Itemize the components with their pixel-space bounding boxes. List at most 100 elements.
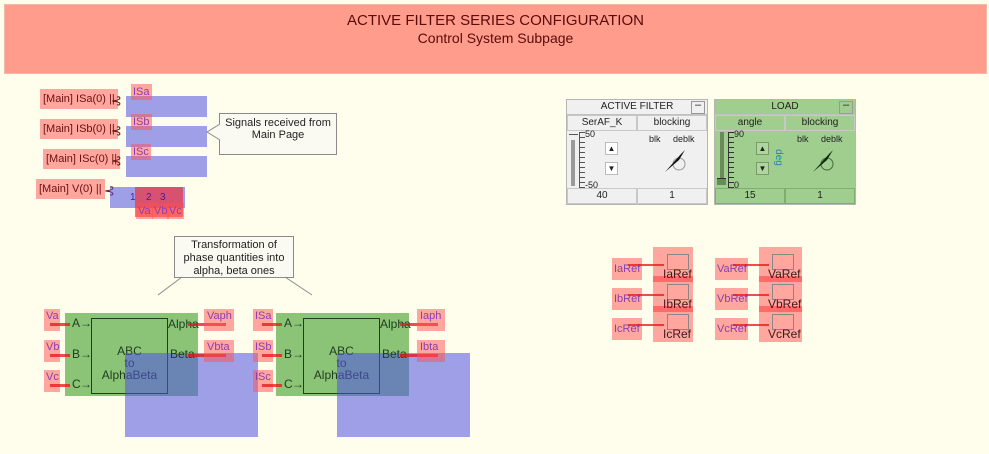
increment-button[interactable]: ▲ bbox=[756, 142, 769, 155]
scope-icon[interactable] bbox=[772, 284, 794, 300]
output-tag bbox=[204, 309, 234, 331]
switch-on-label: deblk bbox=[821, 134, 843, 144]
channel-3: 3 bbox=[160, 192, 166, 203]
signal-name: VbRef bbox=[717, 293, 748, 305]
slider-max: 50 bbox=[585, 129, 596, 139]
output-tag bbox=[417, 340, 445, 362]
rotary-switch-icon[interactable] bbox=[809, 146, 839, 176]
arrow-icon: → bbox=[292, 316, 304, 330]
output-port: Beta bbox=[382, 347, 407, 361]
signal-va: Va bbox=[136, 203, 153, 219]
signal-name: IbRef bbox=[614, 293, 641, 305]
signal-highlight bbox=[126, 156, 207, 177]
slider-scale bbox=[579, 132, 585, 188]
slider-handle[interactable] bbox=[569, 134, 578, 139]
input-signal: ISc bbox=[255, 371, 271, 383]
scope-label: VbRef bbox=[768, 297, 802, 311]
decrement-button[interactable]: ▼ bbox=[605, 162, 618, 175]
wire bbox=[628, 264, 664, 266]
output-tag bbox=[204, 340, 234, 362]
input-signal: Vc bbox=[46, 371, 59, 383]
signal-vb: Vb bbox=[152, 203, 170, 219]
output-signal: Ibta bbox=[420, 341, 439, 353]
slider-track[interactable] bbox=[720, 132, 724, 178]
signal-vc: Vc bbox=[167, 203, 184, 219]
scope-label: IbRef bbox=[663, 297, 692, 311]
output-signal: Vbta bbox=[207, 341, 230, 353]
channel-1: 1 bbox=[130, 192, 136, 203]
input-signal: Vb bbox=[46, 341, 60, 353]
callout-pointer bbox=[206, 123, 221, 141]
scope-icon[interactable] bbox=[772, 254, 794, 270]
decrement-button[interactable]: ▼ bbox=[756, 162, 769, 175]
input-port: C bbox=[72, 377, 81, 391]
minimize-button[interactable]: – bbox=[691, 100, 705, 114]
output-signal: Vaph bbox=[207, 310, 232, 322]
wire bbox=[733, 264, 769, 266]
import-label: [Main] ISc(0) || bbox=[43, 149, 121, 169]
arrow-icon: → bbox=[292, 347, 304, 361]
divider bbox=[653, 306, 693, 312]
wire bbox=[50, 384, 70, 387]
wire bbox=[628, 324, 664, 326]
signal-tag bbox=[715, 288, 748, 310]
slider-value: 15 bbox=[715, 188, 785, 204]
import-connector-icon: ⊰ bbox=[111, 123, 122, 138]
output-port: Alpha bbox=[380, 317, 411, 331]
wire bbox=[262, 354, 282, 357]
scope-label: VcRef bbox=[768, 327, 801, 341]
signal-label: ISa bbox=[131, 84, 152, 100]
wire bbox=[733, 294, 769, 296]
signal-highlight bbox=[126, 126, 207, 147]
load-panel: LOAD – angle blocking 90 0 ▲ ▼ deg blk d… bbox=[714, 99, 856, 205]
signal-highlight bbox=[125, 353, 258, 437]
signal-name: VaRef bbox=[717, 263, 747, 275]
scope-label: IcRef bbox=[663, 327, 692, 341]
scope-icon[interactable] bbox=[667, 284, 689, 300]
signal-label: ISb bbox=[131, 114, 152, 130]
input-port: C bbox=[284, 377, 293, 391]
switch-on-label: deblk bbox=[673, 134, 695, 144]
wire bbox=[262, 384, 282, 387]
slider-label: SerAF_K bbox=[567, 115, 637, 131]
output-port: Beta bbox=[170, 347, 195, 361]
input-port: B bbox=[72, 347, 81, 361]
callout-signals: Signals received from Main Page bbox=[219, 113, 339, 157]
switch-off-label: blk bbox=[797, 134, 809, 144]
output-tag bbox=[417, 309, 445, 331]
signal-tag bbox=[612, 288, 642, 310]
switch-value: 1 bbox=[785, 188, 855, 204]
signal-tag bbox=[715, 318, 748, 340]
rotary-switch-icon[interactable] bbox=[661, 146, 691, 176]
increment-button[interactable]: ▲ bbox=[605, 142, 618, 155]
switch-label: blocking bbox=[637, 115, 707, 131]
arrow-icon: → bbox=[80, 347, 92, 361]
arrow-icon: → bbox=[80, 377, 92, 391]
scope-icon[interactable] bbox=[772, 314, 794, 330]
panel-header: LOAD – bbox=[715, 100, 855, 115]
minimize-button[interactable]: – bbox=[839, 100, 853, 114]
divider bbox=[759, 306, 802, 312]
scope-label: IaRef bbox=[663, 267, 692, 281]
callout-transform: Transformation of phase quantities into … bbox=[174, 236, 294, 278]
wire bbox=[50, 323, 70, 326]
scope-icon[interactable] bbox=[667, 314, 689, 330]
slider-label: angle bbox=[715, 115, 785, 131]
divider bbox=[759, 276, 802, 282]
slider-track[interactable] bbox=[571, 140, 575, 186]
scope-icon[interactable] bbox=[667, 254, 689, 270]
slider-handle[interactable] bbox=[717, 178, 726, 185]
page-subtitle: Control System Subpage bbox=[417, 30, 574, 46]
wire bbox=[628, 294, 664, 296]
import-connector-icon: ⊰ bbox=[111, 93, 122, 108]
input-signal: ISa bbox=[255, 310, 272, 322]
page-title: ACTIVE FILTER SERIES CONFIGURATION bbox=[347, 12, 644, 29]
channel-2: 2 bbox=[146, 192, 152, 203]
signal-highlight bbox=[126, 96, 207, 117]
import-label: [Main] ISa(0) || bbox=[40, 89, 118, 109]
import-connector-icon: ⊰ bbox=[111, 153, 122, 168]
wire bbox=[50, 354, 70, 357]
signal-name: IcRef bbox=[614, 323, 640, 335]
slider-min: 0 bbox=[734, 180, 740, 190]
signal-name: VcRef bbox=[717, 323, 747, 335]
